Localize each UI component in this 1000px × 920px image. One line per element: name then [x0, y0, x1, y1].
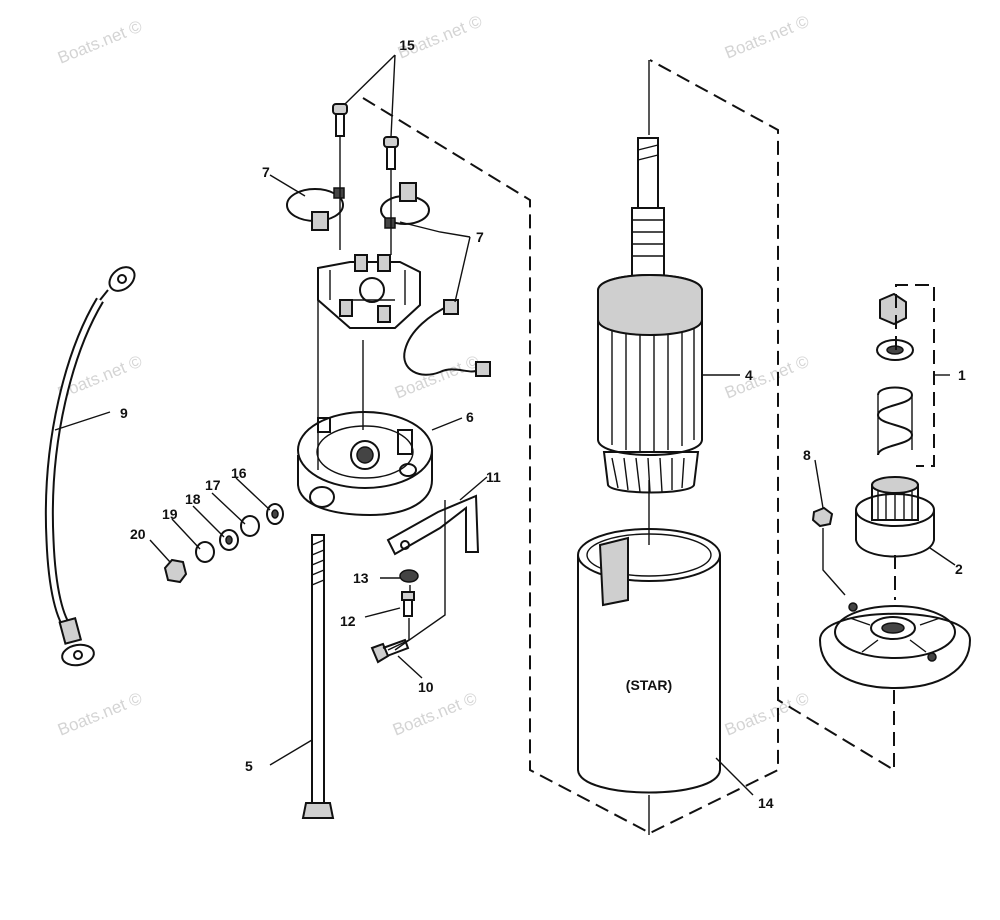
callout-18: 18 [185, 491, 201, 507]
drive-nut-spring-assembly [876, 292, 914, 456]
callout-7: 7 [262, 164, 270, 180]
mounting-bracket [386, 494, 480, 556]
retainer-nut [811, 506, 834, 528]
housing-label: (STAR) [626, 677, 672, 693]
callout-14: 14 [758, 795, 774, 811]
callout-2: 2 [955, 561, 963, 577]
washer-nut-stack [163, 503, 284, 584]
drive-pinion [855, 476, 935, 558]
callout-6: 6 [466, 409, 474, 425]
callout-1: 1 [958, 367, 966, 383]
assembly-dashed-lines [317, 59, 935, 835]
callout-13: 13 [353, 570, 369, 586]
brush-lead-wire [403, 299, 491, 377]
callout-17: 17 [205, 477, 221, 493]
callout-4: 4 [745, 367, 753, 383]
armature [597, 137, 703, 494]
brush-springs [286, 182, 430, 231]
field-frame-housing: (STAR) [577, 528, 721, 794]
callout-20: 20 [130, 526, 146, 542]
callout-16: 16 [231, 465, 247, 481]
callout-5: 5 [245, 758, 253, 774]
callout-11: 11 [486, 469, 501, 485]
callout-15: 15 [399, 37, 415, 53]
leader-lines [54, 54, 956, 796]
callout-9: 9 [120, 405, 128, 421]
callout-10: 10 [418, 679, 434, 695]
callout-19: 19 [162, 506, 178, 522]
brush-holder [317, 254, 421, 329]
through-bolt [301, 534, 335, 819]
callout-numbers: 15 7 7 9 6 4 1 8 2 11 13 12 10 14 5 16 1… [120, 37, 966, 811]
callout-8: 8 [803, 447, 811, 463]
battery-cable [44, 266, 136, 667]
callout-7: 7 [476, 229, 484, 245]
bracket-fasteners [370, 569, 419, 664]
callout-12: 12 [340, 613, 356, 629]
end-cap [297, 411, 433, 517]
drive-end-plate [818, 602, 972, 690]
